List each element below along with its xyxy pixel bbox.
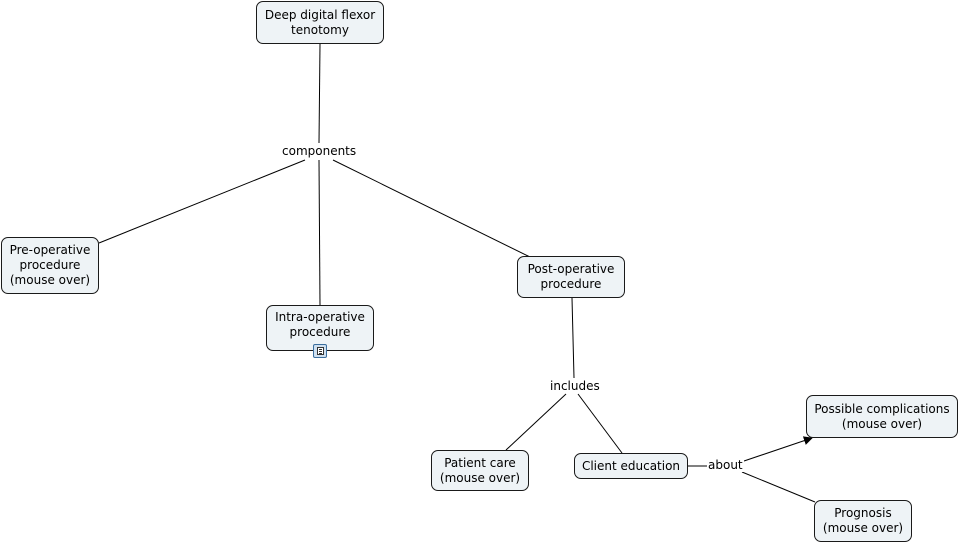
connector-includes-clientedu bbox=[577, 393, 623, 454]
concept-prognosis[interactable]: Prognosis (mouse over) bbox=[814, 500, 912, 542]
connector-components-intraop bbox=[318, 159, 321, 306]
connector-components-postop bbox=[332, 159, 531, 258]
connector-about-complications bbox=[743, 436, 813, 462]
concept-deep-digital-flexor-tenotomy[interactable]: Deep digital flexor tenotomy bbox=[256, 1, 384, 44]
concept-patient-care[interactable]: Patient care (mouse over) bbox=[431, 450, 529, 491]
link-label-about: about bbox=[707, 458, 744, 472]
connector-about-prognosis bbox=[741, 471, 816, 503]
link-label-components: components bbox=[281, 144, 358, 158]
connector-includes-patientcare bbox=[505, 393, 567, 451]
link-label-includes: includes bbox=[549, 379, 601, 393]
connector-postop-includes bbox=[571, 297, 575, 379]
connector-root-components bbox=[318, 43, 321, 144]
concept-client-education[interactable]: Client education bbox=[574, 453, 688, 479]
connector-components-preop bbox=[98, 159, 306, 244]
document-icon[interactable] bbox=[313, 344, 327, 358]
concept-pre-operative-procedure[interactable]: Pre-operative procedure (mouse over) bbox=[1, 237, 99, 294]
concept-post-operative-procedure[interactable]: Post-operative procedure bbox=[517, 256, 625, 298]
concept-possible-complications[interactable]: Possible complications (mouse over) bbox=[806, 395, 958, 438]
